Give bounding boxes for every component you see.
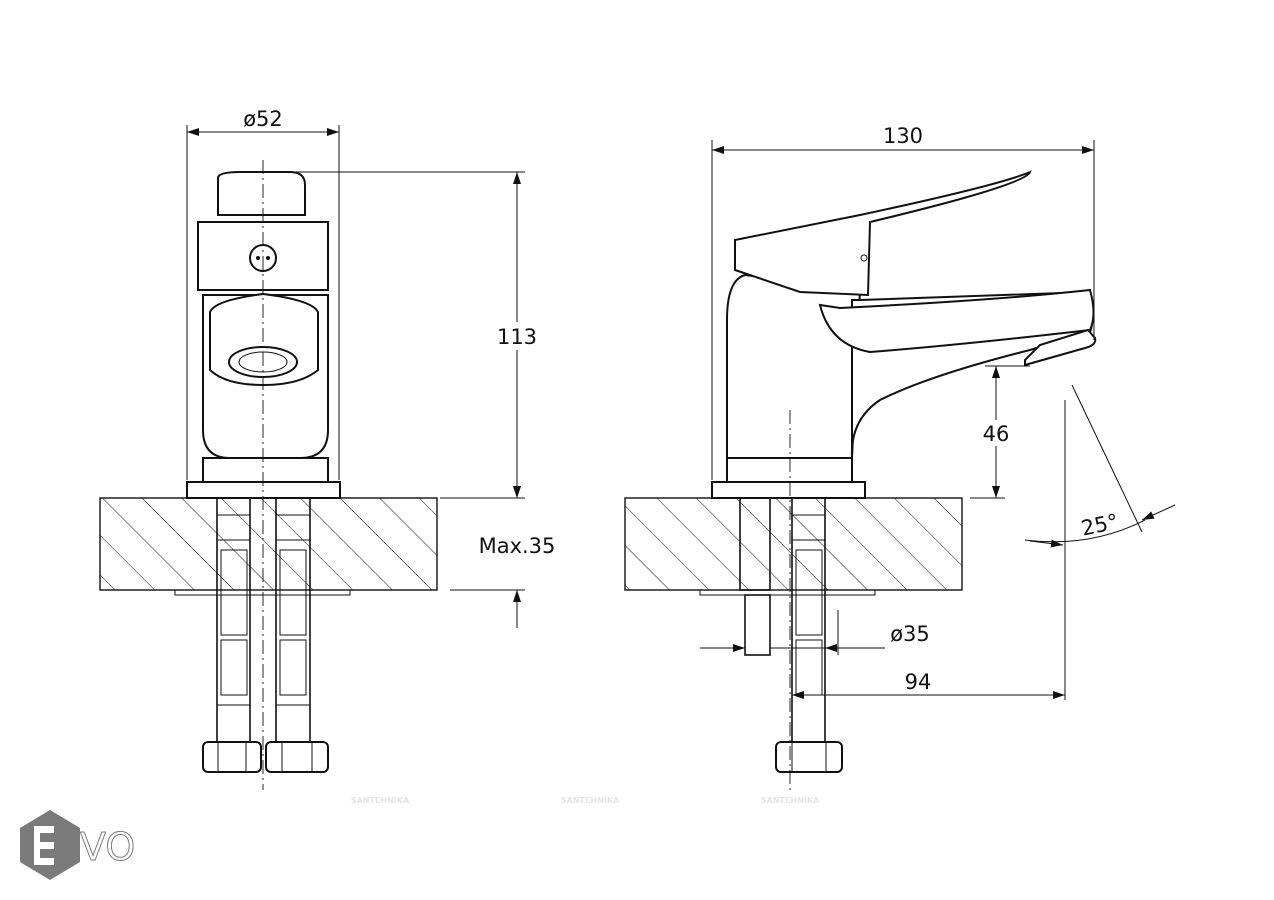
svg-text:VO: VO	[80, 825, 135, 869]
dimension-label: 130	[883, 124, 923, 148]
dimension-max-35: Max.35	[450, 470, 555, 628]
supply-hoses-front	[202, 497, 329, 773]
faucet-side-body	[711, 170, 1097, 790]
dimension-length-130: 130	[711, 124, 1095, 480]
watermark: SANTEHNIKA	[351, 796, 410, 805]
dimension-label: Max.35	[479, 534, 556, 558]
dimension-diameter-52: ø52	[186, 107, 340, 480]
dimension-reach-94: 94	[792, 670, 1065, 699]
faucet-front-body	[186, 160, 341, 790]
dimension-label: 25°	[1079, 509, 1120, 540]
dimension-spout-height-46: 46	[970, 365, 1030, 499]
evo-logo: VO	[20, 810, 136, 880]
dimension-height-113: 113	[278, 171, 539, 499]
countertop-front	[99, 497, 438, 591]
dimension-label: ø35	[890, 622, 930, 646]
side-view: 130 46 25° ø35 94	[624, 124, 1176, 790]
dimension-angle-25: 25°	[1024, 384, 1176, 700]
watermark: SANTEHNIKA	[761, 796, 820, 805]
dimension-label: 113	[497, 325, 537, 349]
dimension-label: 94	[905, 670, 932, 694]
countertop-side	[624, 497, 963, 591]
mounting-stud	[744, 594, 771, 656]
dimension-label: ø52	[243, 107, 283, 131]
watermark: SANTEHNIKA	[561, 796, 620, 805]
dimension-label: 46	[983, 422, 1010, 446]
dimension-stud-diameter-35: ø35	[700, 610, 930, 655]
front-view: ø52 113 Max.35	[99, 107, 555, 790]
